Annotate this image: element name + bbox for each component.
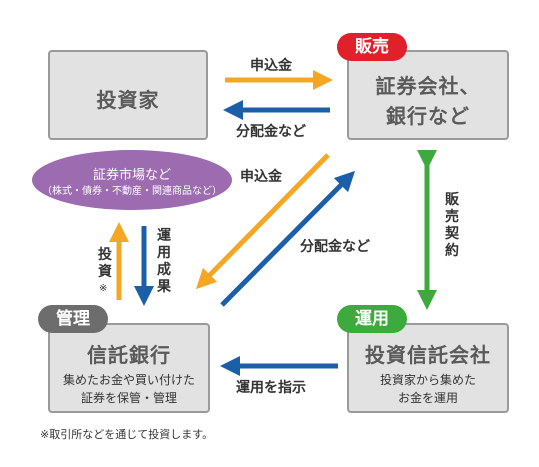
- investment-result-label: 運用成果: [157, 228, 171, 295]
- footnote: ※取引所などを通じて投資します。: [40, 428, 214, 441]
- sales-contract-label: 販売契約: [445, 192, 459, 259]
- investor-title: 投資家: [96, 88, 160, 112]
- securities-title-line1: 証券会社、: [375, 74, 481, 98]
- investment-badge: 運用: [337, 305, 407, 333]
- trust-bank-sub-line1: 集めたお金や買い付けた: [62, 373, 195, 387]
- investor-box: 投資家: [48, 50, 208, 140]
- subscription-label-top: 申込金: [250, 58, 292, 74]
- market-line2: （株式・債券・不動産・関連商品など）: [42, 186, 222, 197]
- sales-badge: 販売: [337, 33, 407, 61]
- trust-bank-box: 信託銀行 集めたお金や買い付けた 証券を保管・管理: [48, 323, 210, 413]
- subscription-label-diagonal: 申込金: [240, 169, 282, 185]
- asset-management-sub-line1: 投資家から集めた: [379, 373, 476, 387]
- investment-note-mark: ※: [99, 283, 108, 294]
- asset-management-sub-line2: お金を運用: [397, 391, 458, 405]
- management-badge: 管理: [38, 305, 108, 333]
- distribution-label-top: 分配金など: [236, 124, 306, 140]
- distribution-arrow-diagonal: [220, 170, 356, 307]
- asset-management-box: 投資信託会社 投資家から集めた お金を運用: [347, 323, 509, 413]
- securities-market-ellipse: 証券市場など （株式・債券・不動産・関連商品など）: [32, 150, 232, 210]
- subscription-arrow-diagonal: [195, 153, 330, 290]
- trust-bank-sub-line2: 証券を保管・管理: [80, 391, 177, 405]
- instruction-label: 運用を指示: [236, 380, 306, 396]
- distribution-label-diagonal: 分配金など: [300, 239, 370, 255]
- market-line1: 証券市場など: [92, 168, 171, 183]
- trust-bank-title: 信託銀行: [87, 343, 171, 367]
- securities-company-box: 証券会社、 銀行など: [347, 50, 509, 140]
- investment-label: 投資: [98, 247, 112, 280]
- securities-title-line2: 銀行など: [386, 104, 470, 128]
- asset-management-title: 投資信託会社: [365, 343, 491, 367]
